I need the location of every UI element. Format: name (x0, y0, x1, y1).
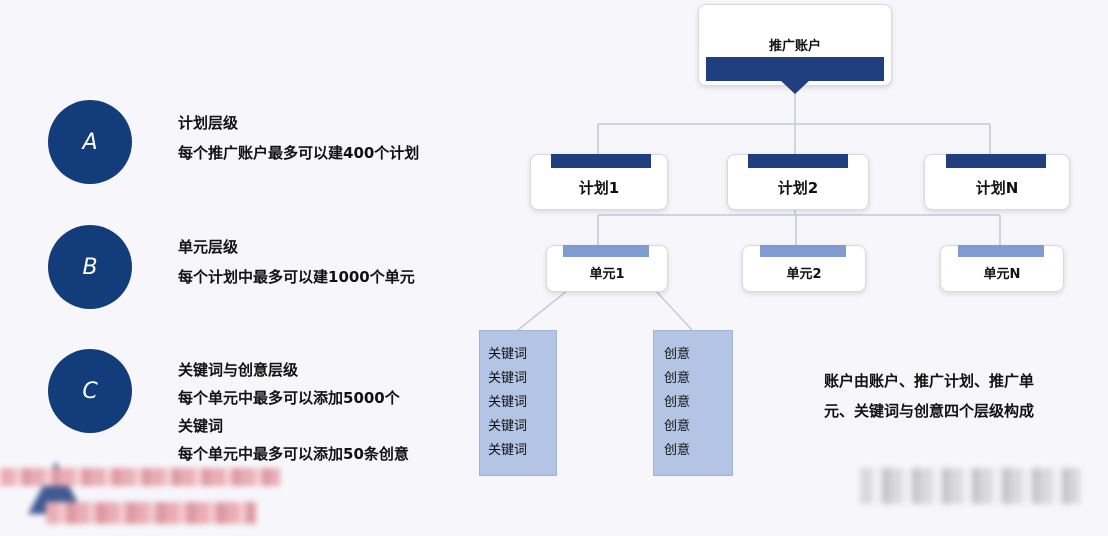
plan-2-label: 计划2 (777, 178, 819, 197)
level-c-title: 关键词与创意层级 (178, 361, 299, 379)
creative-item: 创意 (664, 347, 691, 362)
level-a-circle: A (48, 100, 132, 184)
level-b-description: 单元层级 每个计划中最多可以建1000个单元 (178, 232, 415, 292)
plan-1-label: 计划1 (578, 178, 620, 197)
keyword-item: 关键词 (488, 443, 528, 458)
level-b-circle: B (48, 225, 132, 309)
level-c-line-1: 每个单元中最多可以添加5000个 (178, 389, 400, 407)
summary-text: 账户由账户、推广计划、推广单 元、关键词与创意四个层级构成 (824, 366, 1034, 426)
keyword-column: 关键词 关键词 关键词 关键词 关键词 (479, 330, 557, 476)
plan-1-bar (551, 154, 651, 168)
level-c-circle: C (48, 349, 132, 433)
summary-line-2: 元、关键词与创意四个层级构成 (824, 402, 1035, 420)
level-b-letter: B (82, 254, 98, 280)
creative-item: 创意 (664, 371, 691, 386)
creative-item: 创意 (664, 443, 691, 458)
unit-1-label: 单元1 (589, 267, 625, 282)
level-a-title: 计划层级 (178, 114, 239, 132)
level-a-letter: A (82, 129, 98, 155)
plan-n-bar (946, 154, 1046, 168)
creative-item: 创意 (664, 395, 691, 410)
unit-2-bar (760, 245, 846, 257)
blurred-watermark-left (0, 462, 290, 532)
keyword-item: 关键词 (488, 395, 528, 410)
root-account-label: 推广账户 (768, 39, 821, 54)
level-c-line-3: 每个单元中最多可以添加50条创意 (178, 445, 409, 463)
level-b-line: 每个计划中最多可以建1000个单元 (178, 268, 415, 286)
level-a-line: 每个推广账户最多可以建400个计划 (178, 144, 420, 162)
level-c-letter: C (82, 378, 98, 404)
plan-2-bar (748, 154, 848, 168)
keyword-item: 关键词 (488, 347, 528, 362)
level-a-description: 计划层级 每个推广账户最多可以建400个计划 (178, 108, 419, 168)
keyword-item: 关键词 (488, 371, 528, 386)
unit-2-label: 单元2 (786, 267, 822, 282)
level-c-description: 关键词与创意层级 每个单元中最多可以添加5000个 关键词 每个单元中最多可以添… (178, 356, 409, 468)
creative-column: 创意 创意 创意 创意 创意 (653, 330, 733, 476)
root-account-bar (706, 57, 884, 81)
level-c-line-2: 关键词 (178, 417, 224, 435)
blurred-watermark-right (860, 468, 1080, 504)
unit-1-bar (563, 245, 649, 257)
plan-n-label: 计划N (975, 178, 1019, 197)
creative-item: 创意 (664, 419, 691, 434)
root-account-pointer (780, 80, 810, 94)
level-b-title: 单元层级 (178, 238, 239, 256)
summary-line-1: 账户由账户、推广计划、推广单 (824, 372, 1035, 390)
unit-n-bar (958, 245, 1044, 257)
unit-n-label: 单元N (983, 267, 1021, 282)
keyword-item: 关键词 (488, 419, 528, 434)
